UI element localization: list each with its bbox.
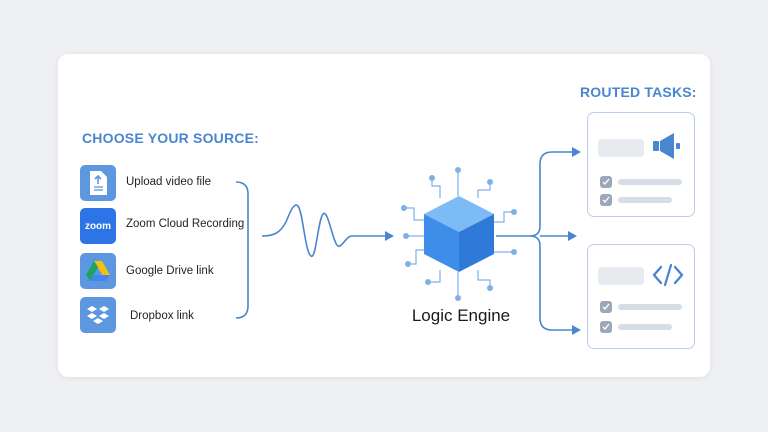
dropbox-icon[interactable] — [80, 297, 116, 333]
upload-file-icon[interactable] — [80, 165, 116, 201]
task-card-1[interactable] — [587, 112, 695, 217]
engine-title: Logic Engine — [411, 306, 511, 325]
code-brackets-icon — [652, 263, 684, 287]
task-2-title-bar — [598, 267, 644, 285]
arrow-to-middle — [568, 231, 577, 241]
source-label-dropbox[interactable]: Dropbox link — [130, 310, 194, 322]
task-2-line-2 — [618, 324, 672, 330]
task-1-check-1[interactable] — [600, 176, 612, 188]
arrow-to-engine — [385, 231, 394, 241]
source-label-upload[interactable]: Upload video file — [126, 176, 212, 188]
arrow-to-task-2 — [572, 325, 581, 335]
sources-heading: CHOOSE YOUR SOURCE: — [82, 130, 260, 146]
tasks-heading: ROUTED TASKS: — [580, 84, 697, 100]
zoom-logo-icon[interactable]: zoom — [80, 208, 116, 244]
google-drive-icon[interactable] — [80, 253, 116, 289]
megaphone-icon — [653, 133, 680, 159]
circuit-traces — [406, 172, 512, 296]
task-card-2[interactable] — [587, 244, 695, 349]
task-1-title-bar — [598, 139, 644, 157]
task-2-check-2[interactable] — [600, 321, 612, 333]
source-label-zoom[interactable]: Zoom Cloud Recording — [126, 218, 245, 230]
task-2-line-1 — [618, 304, 682, 310]
source-bracket — [235, 181, 249, 319]
waveform — [261, 204, 388, 257]
task-1-check-2[interactable] — [600, 194, 612, 206]
task-2-check-1[interactable] — [600, 301, 612, 313]
arrow-to-task-1 — [572, 147, 581, 157]
task-1-line-2 — [618, 197, 672, 203]
router-branches — [496, 151, 574, 331]
task-1-line-1 — [618, 179, 682, 185]
zoom-logo-text: zoom — [84, 220, 112, 232]
source-label-drive[interactable]: Google Drive link — [126, 265, 214, 277]
circuit-nodes — [401, 167, 517, 301]
